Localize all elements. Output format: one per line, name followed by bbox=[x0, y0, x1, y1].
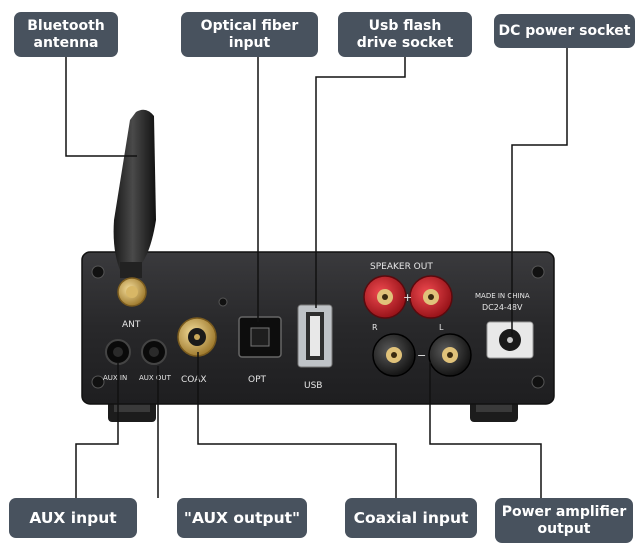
made-in-label: MADE IN CHINA bbox=[475, 292, 530, 300]
callout-optical-fiber-input: Optical fiber input bbox=[181, 12, 318, 57]
coax-label: COAX bbox=[181, 375, 207, 385]
ant-label: ANT bbox=[122, 320, 141, 330]
left-channel-label: L bbox=[439, 323, 444, 332]
coax-jack bbox=[178, 318, 216, 356]
speaker-out-label: SPEAKER OUT bbox=[370, 262, 433, 272]
optical-port bbox=[239, 317, 281, 357]
usb-port bbox=[298, 305, 332, 367]
callout-bluetooth-antenna: Bluetooth antenna bbox=[14, 12, 118, 57]
callout-aux-output: "AUX output" bbox=[177, 498, 307, 538]
dc-rating-label: DC24-48V bbox=[482, 303, 523, 312]
plus-label: + bbox=[403, 291, 412, 304]
callout-dc-power-socket: DC power socket bbox=[494, 14, 635, 48]
callout-aux-input: AUX input bbox=[9, 498, 137, 538]
callout-usb-flash-drive-socket: Usb flash drive socket bbox=[338, 12, 472, 57]
minus-label: − bbox=[417, 349, 426, 362]
callout-coaxial-input: Coaxial input bbox=[345, 498, 477, 538]
right-channel-label: R bbox=[372, 323, 378, 332]
aux-in-label: AUX IN bbox=[103, 374, 127, 382]
callout-power-amplifier-output: Power amplifier output bbox=[495, 498, 633, 543]
usb-label: USB bbox=[304, 381, 322, 391]
opt-label: OPT bbox=[248, 375, 267, 385]
dc-socket bbox=[487, 322, 533, 358]
aux-out-label: AUX OUT bbox=[139, 374, 172, 382]
